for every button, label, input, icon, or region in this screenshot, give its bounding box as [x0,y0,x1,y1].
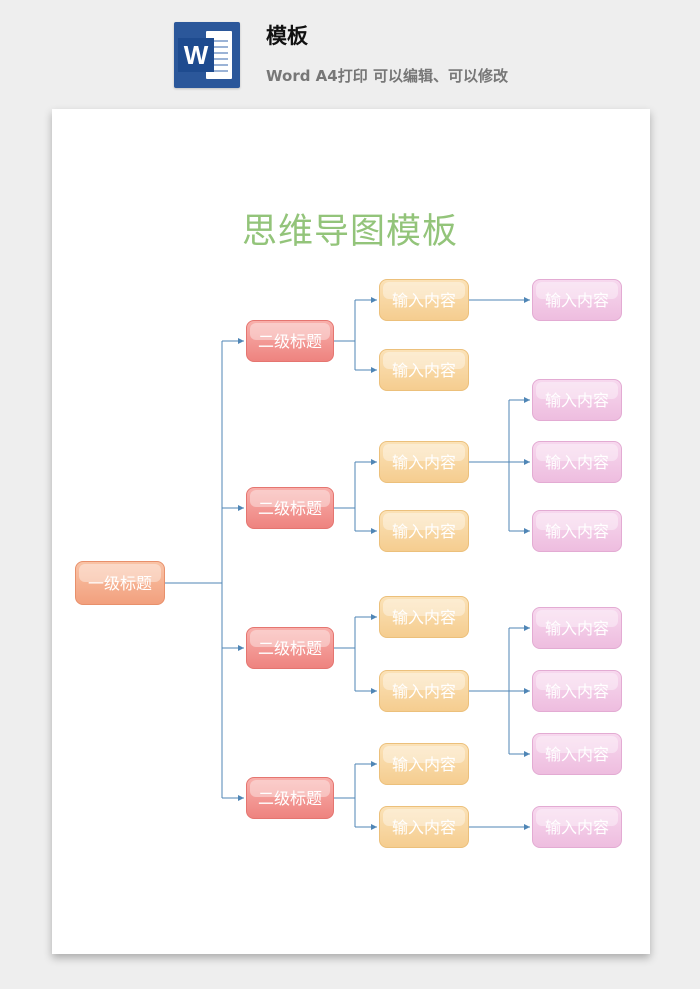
level2-node-label: 二级标题 [257,499,322,518]
level3-node[interactable]: 输入内容 [379,670,469,712]
document-title: 思维导图模板 [241,212,458,252]
level3-node-label: 输入内容 [391,522,456,541]
level4-node-label: 输入内容 [544,291,609,310]
level3-node[interactable]: 输入内容 [379,441,469,483]
level3-node[interactable]: 输入内容 [379,279,469,321]
level4-node[interactable]: 输入内容 [532,806,622,848]
root-node-label: 一级标题 [87,574,152,593]
level3-node[interactable]: 输入内容 [379,743,469,785]
level3-node-label: 输入内容 [391,453,456,472]
level3-node-label: 输入内容 [391,818,456,837]
level4-node[interactable]: 输入内容 [532,733,622,775]
level2-node-label: 二级标题 [257,332,322,351]
level2-node-label: 二级标题 [257,789,322,808]
level3-node-label: 输入内容 [391,682,456,701]
level4-node[interactable]: 输入内容 [532,670,622,712]
level4-node-label: 输入内容 [544,453,609,472]
level2-node[interactable]: 二级标题 [246,777,334,819]
level2-node[interactable]: 二级标题 [246,320,334,362]
level4-node[interactable]: 输入内容 [532,279,622,321]
level3-node-label: 输入内容 [391,361,456,380]
word-letter: W [178,38,214,72]
level4-node-label: 输入内容 [544,745,609,764]
level4-node[interactable]: 输入内容 [532,441,622,483]
level3-node[interactable]: 输入内容 [379,596,469,638]
level3-node-label: 输入内容 [391,291,456,310]
level4-node[interactable]: 输入内容 [532,607,622,649]
file-title: 模板 [266,24,308,48]
file-subtitle: Word A4打印 可以编辑、可以修改 [266,67,508,85]
level3-node[interactable]: 输入内容 [379,806,469,848]
level4-node-label: 输入内容 [544,818,609,837]
level4-node-label: 输入内容 [544,391,609,410]
word-icon: W [174,22,240,88]
level3-node[interactable]: 输入内容 [379,349,469,391]
level3-node-label: 输入内容 [391,755,456,774]
file-header: W 模板 Word A4打印 可以编辑、可以修改 [0,0,700,100]
level2-node-label: 二级标题 [257,639,322,658]
level2-node[interactable]: 二级标题 [246,487,334,529]
root-node[interactable]: 一级标题 [75,561,165,605]
level4-node-label: 输入内容 [544,682,609,701]
level2-node[interactable]: 二级标题 [246,627,334,669]
level3-node-label: 输入内容 [391,608,456,627]
level4-node[interactable]: 输入内容 [532,379,622,421]
level4-node-label: 输入内容 [544,619,609,638]
level4-node[interactable]: 输入内容 [532,510,622,552]
level3-node[interactable]: 输入内容 [379,510,469,552]
level4-node-label: 输入内容 [544,522,609,541]
